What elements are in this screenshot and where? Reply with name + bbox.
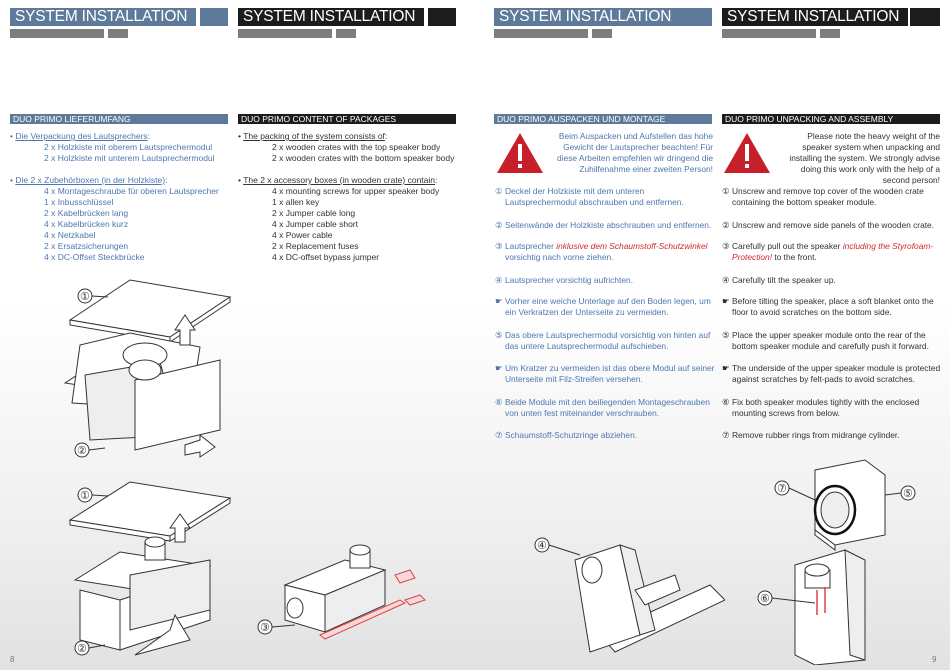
- subheader-bar: [108, 29, 128, 38]
- list-item: 4 x Power cable: [272, 230, 333, 240]
- header-square-1: [200, 8, 228, 26]
- list-item: 4 x Jumper cable short: [272, 219, 358, 229]
- header-square-2: [428, 8, 456, 26]
- list-heading: • Die 2 x Zubehörboxen (in der Holzkiste…: [10, 175, 168, 185]
- subheader-bar: [592, 29, 612, 38]
- delivery-list-en: • The packing of the system consists of:…: [238, 131, 463, 263]
- callout-3: ③: [260, 622, 270, 634]
- list-item: 2 x wooden crates with the top speaker b…: [272, 142, 441, 152]
- list-heading: • The 2 x accessory boxes (in wooden cra…: [238, 175, 438, 185]
- illustration-assemble: ⑦ ⑤ ⑥: [757, 459, 916, 665]
- subheader-bar: [238, 29, 332, 38]
- note-2-en: ☛The underside of the upper speaker modu…: [722, 363, 941, 384]
- header-page-3: SYSTEM INSTALLATION: [494, 8, 712, 26]
- header-page-2: SYSTEM INSTALLATION: [238, 8, 424, 26]
- callout-1b: ①: [80, 490, 90, 502]
- callout-1: ①: [80, 291, 90, 303]
- list-item: 4 x mounting screws for upper speaker bo…: [272, 186, 440, 196]
- note-1-en: ☛Before tilting the speaker, place a sof…: [722, 296, 934, 317]
- list-item: 2 x Jumper cable long: [272, 208, 356, 218]
- list-item: 1 x allen key: [272, 197, 320, 207]
- section-title-content: DUO PRIMO CONTENT OF PACKAGES: [238, 114, 456, 124]
- list-item: 2 x Ersatzsicherungen: [44, 241, 129, 251]
- list-item: 4 x DC-Offset Steckbrücke: [44, 252, 145, 262]
- page-number-left: 8: [10, 655, 15, 664]
- illustration-remove-lid: ① ②: [63, 279, 232, 458]
- illustration-pull-out: ③: [257, 544, 426, 640]
- header-page-1: SYSTEM INSTALLATION: [10, 8, 196, 26]
- callout-6: ⑥: [760, 593, 770, 605]
- section-title-unpacking: DUO PRIMO UNPACKING AND ASSEMBLY: [722, 114, 940, 124]
- subheader-bar: [10, 29, 104, 38]
- callout-4: ④: [537, 540, 547, 552]
- callout-7: ⑦: [777, 483, 787, 495]
- delivery-list-de: • Die Verpackung des Lautsprechers: 2 x …: [10, 131, 235, 263]
- note-2-de: ☛Um Kratzer zu vermeiden ist das obere M…: [495, 363, 715, 384]
- warning-triangle-icon: [497, 133, 543, 173]
- warning-text-en: Please note the heavy weight of the spea…: [789, 131, 940, 185]
- list-heading: • The packing of the system consists of:: [238, 131, 388, 141]
- subheader-bar: [722, 29, 816, 38]
- header-square-4: [910, 8, 940, 26]
- list-item: 2 x Holzkiste mit oberem Lautsprechermod…: [44, 142, 213, 152]
- list-item: 4 x Netzkabel: [44, 230, 96, 240]
- callout-2b: ②: [77, 643, 87, 655]
- callout-2: ②: [77, 445, 87, 457]
- page-number-right: 9: [932, 655, 937, 664]
- section-title-auspacken: DUO PRIMO AUSPACKEN UND MONTAGE: [494, 114, 712, 124]
- header-page-4: SYSTEM INSTALLATION: [722, 8, 908, 26]
- list-item: 4 x Kabelbrücken kurz: [44, 219, 129, 229]
- section-title-lieferumfang: DUO PRIMO LIEFERUMFANG: [10, 114, 228, 124]
- illustration-crate-sides: ① ②: [68, 481, 232, 656]
- list-item: 2 x Replacement fuses: [272, 241, 359, 251]
- list-item: 4 x Montageschraube für oberen Lautsprec…: [44, 186, 219, 196]
- list-item: 1 x Inbusschlüssel: [44, 197, 114, 207]
- subheader-bar: [820, 29, 840, 38]
- subheader-bar: [494, 29, 588, 38]
- list-heading: • Die Verpackung des Lautsprechers:: [10, 131, 151, 141]
- list-item: 2 x Kabelbrücken lang: [44, 208, 129, 218]
- callout-5: ⑤: [903, 488, 913, 500]
- illustration-tilt: ④: [534, 537, 725, 653]
- warning-text-de: Beim Auspacken und Aufstellen das hohe G…: [557, 131, 713, 174]
- subheader-bar: [336, 29, 356, 38]
- warning-triangle-icon: [724, 133, 770, 173]
- list-item: 2 x Holzkiste mit unterem Lautsprechermo…: [44, 153, 215, 163]
- list-item: 4 x DC-offset bypass jumper: [272, 252, 380, 262]
- list-item: 2 x wooden crates with the bottom speake…: [272, 153, 455, 163]
- note-1-de: ☛Vorher eine weiche Unterlage auf den Bo…: [495, 296, 711, 317]
